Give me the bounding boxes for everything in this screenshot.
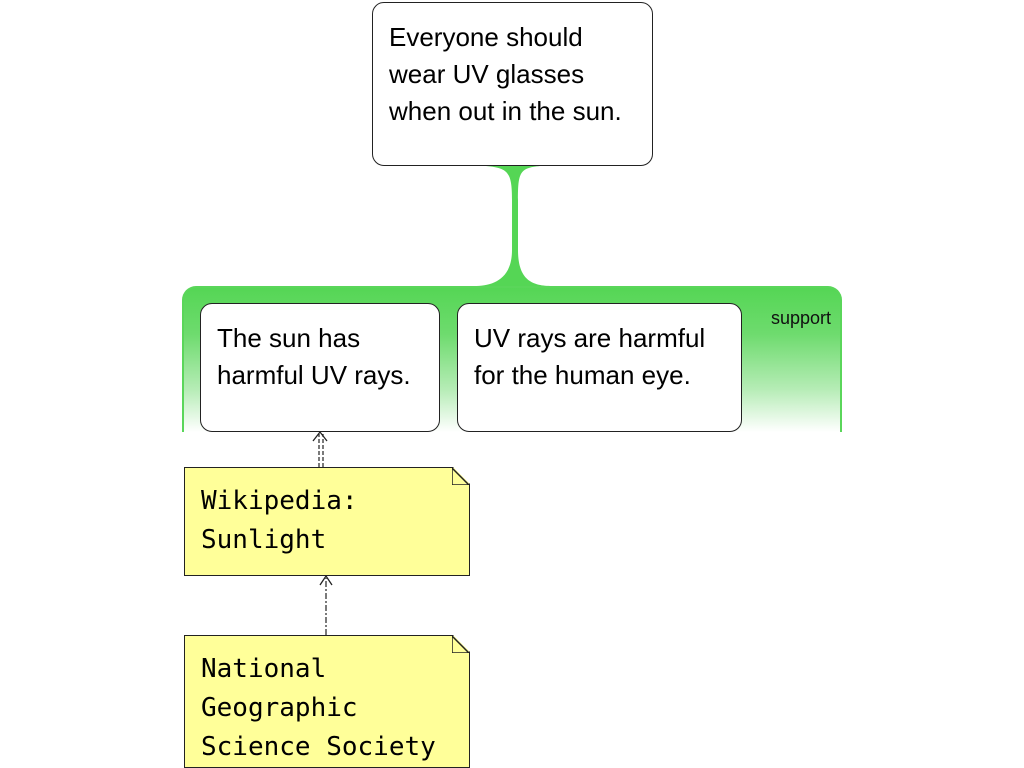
source-text: Wikipedia: Sunlight <box>201 486 358 555</box>
claim-node[interactable]: Everyone should wear UV glasses when out… <box>372 2 653 166</box>
source-arrow-wikipedia <box>312 430 328 467</box>
premise-node-sun-harmful[interactable]: The sun has harmful UV rays. <box>200 303 440 432</box>
note-fold-corner <box>452 636 469 653</box>
premise-text: The sun has harmful UV rays. <box>217 323 411 390</box>
premise-text: UV rays are harmful for the human eye. <box>474 323 706 390</box>
claim-text: Everyone should wear UV glasses when out… <box>389 22 622 126</box>
note-fold-corner <box>452 468 469 485</box>
source-arrow-natgeo <box>319 574 333 635</box>
support-connector <box>474 166 552 286</box>
support-label: support <box>770 308 831 328</box>
premise-node-uv-eye[interactable]: UV rays are harmful for the human eye. <box>457 303 742 432</box>
source-text: National Geographic Science Society <box>201 654 436 762</box>
source-note-wikipedia[interactable]: Wikipedia: Sunlight <box>184 467 470 576</box>
source-note-natgeo[interactable]: National Geographic Science Society <box>184 635 470 768</box>
